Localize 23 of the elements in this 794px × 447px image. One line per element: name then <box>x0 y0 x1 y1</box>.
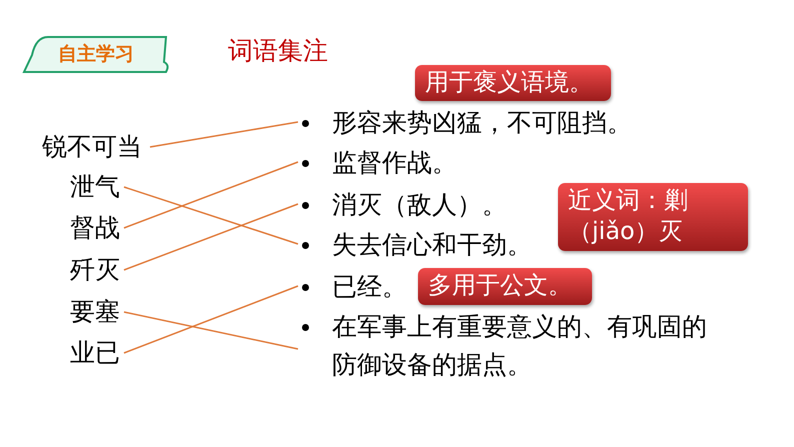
term-text: 督战 <box>70 213 128 243</box>
connector-line <box>150 121 298 148</box>
note-label: 多用于公文。 <box>418 268 592 305</box>
definition-text: 形容来势凶猛，不可阻挡。 <box>332 107 632 139</box>
note-label: 用于褒义语境。 <box>415 65 611 101</box>
tab-label: 自主学习 <box>58 42 134 67</box>
definition-text: 在军事上有重要意义的、有巩固的防御设备的据点。 <box>332 311 708 381</box>
definition-text: 失去信心和干劲。 <box>332 229 532 261</box>
note-label: 近义词：剿（jiǎo）灭 <box>558 183 748 251</box>
connector-line <box>124 203 298 271</box>
term-text: 业已 <box>70 338 128 368</box>
term-text: 锐不可当 <box>42 132 154 162</box>
connector-line <box>124 285 298 354</box>
term-text: 要塞 <box>70 297 128 327</box>
term-text: 歼灭 <box>70 255 128 285</box>
connector-line <box>124 311 298 350</box>
definition-text: 消灭（敌人）。 <box>332 189 507 221</box>
heading: 词语集注 <box>228 35 328 67</box>
definition-text: 已经。 <box>332 271 407 303</box>
connector-line <box>124 161 298 229</box>
connector-line <box>124 186 298 245</box>
definition-text: 监督作战。 <box>332 147 457 179</box>
term-text: 泄气 <box>70 172 128 202</box>
